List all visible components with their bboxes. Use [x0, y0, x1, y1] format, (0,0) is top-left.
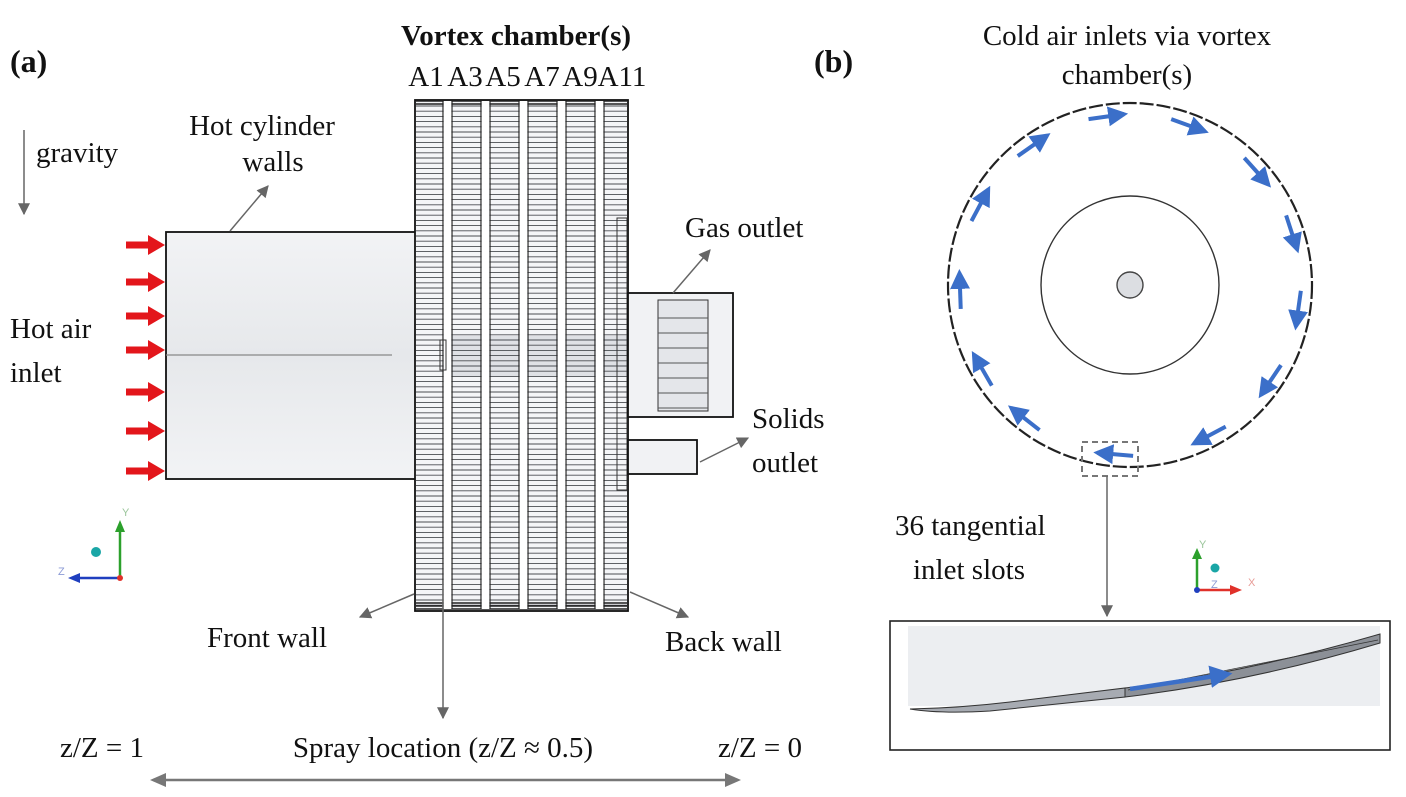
axis-triad-b: Y X Z — [1192, 539, 1256, 595]
hot-walls-label-line2: walls — [242, 146, 303, 178]
inlet-velocity-vectors — [950, 106, 1308, 465]
chamber-labels: A1 A3 A5 A7 A9 A11 — [408, 61, 646, 93]
inlet-vector — [1258, 364, 1283, 399]
inlet-vector — [1016, 133, 1051, 158]
inlet-vector — [1170, 116, 1209, 136]
gas-outlet-label: Gas outlet — [685, 212, 803, 244]
back-wall-label: Back wall — [665, 626, 782, 658]
axis-label-z: Z — [58, 566, 65, 578]
center-core-circle — [1116, 271, 1144, 299]
inlet-vector — [1282, 214, 1302, 254]
origin-dot-icon — [1210, 563, 1220, 573]
hot-air-arrow — [126, 421, 165, 441]
vortex-chamber-block — [414, 99, 629, 612]
hot-air-label-line2: inlet — [10, 357, 62, 389]
z-one-label: z/Z = 1 — [60, 732, 144, 764]
vortex-chamber-title: Vortex chamber(s) — [401, 20, 631, 52]
gas-outlet — [627, 292, 734, 418]
gravity-indicator: gravity — [18, 130, 119, 216]
hot-air-arrow — [126, 382, 165, 402]
axis-label-z-b: Z — [1211, 579, 1218, 591]
back-wall-leader — [629, 591, 690, 619]
inlet-vector — [971, 350, 994, 387]
solids-label-line2: outlet — [752, 447, 818, 479]
inlet-vector — [1190, 424, 1227, 446]
hot-air-arrows — [126, 235, 165, 481]
spray-location-label: Spray location (z/Z ≈ 0.5) — [293, 732, 593, 764]
chamber-label-a7: A7 — [524, 61, 559, 93]
hot-air-arrow — [126, 272, 165, 292]
solids-label-line1: Solids — [752, 403, 825, 435]
hot-air-arrow — [126, 235, 165, 255]
inlet-vector — [1242, 156, 1272, 188]
zoom-selection-box — [1081, 441, 1139, 477]
gas-outlet-leader — [672, 249, 711, 294]
inlet-vector — [1008, 405, 1041, 432]
axis-triad-a: Y Z — [58, 507, 130, 583]
solids-leader — [699, 437, 750, 463]
chamber-label-a5: A5 — [485, 61, 520, 93]
hot-walls-leader — [229, 185, 269, 232]
inlet-vector — [969, 185, 991, 223]
chamber-label-a1: A1 — [408, 61, 443, 93]
inner-outlet-circle — [1040, 195, 1220, 375]
front-wall-leader — [358, 593, 415, 619]
cold-air-label-line1: Cold air inlets via vortex — [983, 20, 1272, 52]
chamber-dividers — [439, 101, 628, 609]
slot-inlet-vector — [1129, 665, 1233, 692]
inlet-vector — [950, 268, 971, 309]
panel-b-tag: (b) — [814, 43, 853, 79]
hot-air-arrow — [126, 306, 165, 326]
hot-air-arrow — [126, 461, 165, 481]
hot-air-label-line1: Hot air — [10, 313, 92, 345]
front-wall-label: Front wall — [207, 622, 327, 654]
chamber-label-a9: A9 — [562, 61, 597, 93]
axis-label-x-b: X — [1248, 577, 1256, 589]
origin-dot-icon — [91, 547, 101, 557]
hot-air-arrow — [126, 340, 165, 360]
panel-b: (b) Cold air inlets via vortex chamber(s… — [814, 20, 1391, 751]
axis-label-y-b: Y — [1199, 539, 1207, 551]
slots-label-line1: 36 tangential — [895, 510, 1046, 542]
z-extent-arrow — [150, 773, 741, 787]
inlet-vector — [1088, 106, 1129, 127]
slots-label-line2: inlet slots — [913, 554, 1025, 586]
cold-air-label-line2: chamber(s) — [1062, 59, 1192, 91]
panel-a: (a) Vortex chamber(s) A1 A3 A5 A7 A9 A11… — [10, 20, 825, 787]
inlet-vector — [1093, 444, 1134, 465]
gravity-label: gravity — [36, 137, 119, 169]
inlet-vector — [1288, 290, 1308, 331]
z-zero-label: z/Z = 0 — [718, 732, 802, 764]
hot-walls-label-line1: Hot cylinder — [189, 110, 335, 142]
solids-outlet — [627, 439, 698, 475]
panel-a-tag: (a) — [10, 43, 47, 79]
zoom-inset — [889, 620, 1391, 751]
slot-wall-lower — [909, 687, 1126, 713]
chamber-label-a11: A11 — [598, 61, 647, 93]
chamber-label-a3: A3 — [447, 61, 482, 93]
axis-label-y: Y — [122, 507, 130, 519]
